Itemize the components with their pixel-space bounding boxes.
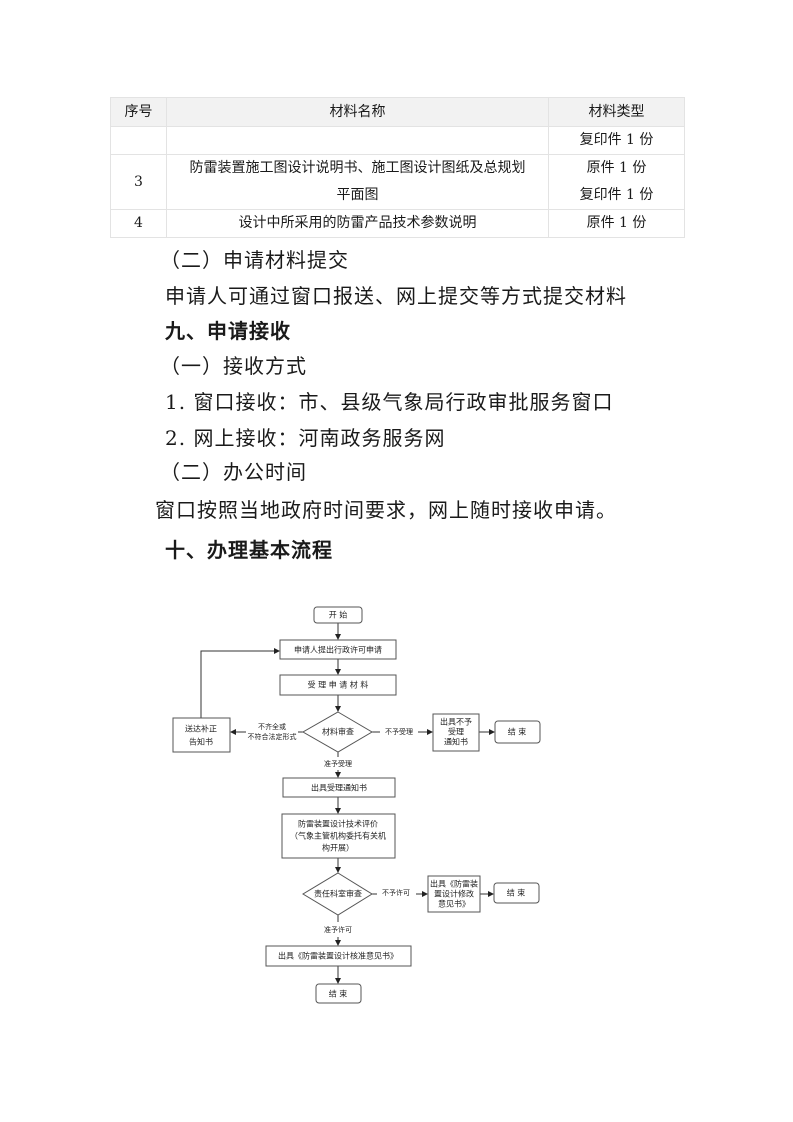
paragraph-hours: 窗口按照当地政府时间要求，网上随时接收申请。 — [155, 498, 617, 522]
cell-no — [110, 126, 167, 155]
node-accept: 受 理 申 请 材 料 — [279, 674, 397, 696]
subheading-submit: （二）申请材料提交 — [160, 248, 349, 272]
node-modify-label: 置设计修改 — [434, 889, 474, 899]
cell-no: 3 — [110, 154, 167, 210]
header-no: 序号 — [110, 97, 167, 127]
node-evaluation-label: 防雷装置设计技术评价 — [298, 819, 378, 829]
cell-type: 复印件 1 份 — [548, 126, 685, 155]
node-correction-label: 告知书 — [189, 737, 213, 747]
node-end: 结 束 — [493, 882, 540, 904]
node-start-label: 开 始 — [329, 610, 348, 620]
node-modify-label: 意见书》 — [438, 899, 470, 909]
node-reject-label: 出具不予 — [440, 717, 472, 727]
cell-name-line: 防雷装置施工图设计说明书、施工图设计图纸及总规划 — [189, 160, 526, 176]
paragraph-submit: 申请人可通过窗口报送、网上提交等方式提交材料 — [165, 284, 627, 308]
node-reject-label: 通知书 — [444, 737, 468, 747]
node-accept-label: 受 理 申 请 材 料 — [308, 680, 369, 690]
node-end: 结 束 — [494, 720, 541, 744]
edge-label-incomplete: 不齐全或 — [258, 722, 286, 731]
node-end-label: 结 束 — [508, 727, 527, 737]
node-evaluation: 防雷装置设计技术评价 （气象主管机构委托有关机 构开展） — [281, 813, 396, 859]
node-accept-notice: 出具受理通知书 — [282, 777, 396, 798]
node-correction-label: 送达补正 — [185, 724, 217, 734]
node-end: 结 束 — [315, 983, 362, 1004]
materials-table: 序号 材料名称 材料类型 复印件 1 份 3 防雷装置施工图设计说明书、施工图设… — [110, 97, 685, 238]
method-online: 2. 网上接收：河南政务服务网 — [165, 426, 446, 450]
cell-name-line: 平面图 — [336, 187, 379, 203]
edge-label-reject: 不予受理 — [385, 727, 413, 736]
decision-dept-label: 责任科室审查 — [314, 889, 362, 899]
node-start: 开 始 — [313, 606, 363, 624]
table-row: 复印件 1 份 — [110, 126, 685, 155]
node-accept-notice-label: 出具受理通知书 — [311, 783, 367, 793]
node-modify-notice: 出具《防雷装 置设计修改 意见书》 — [427, 875, 481, 913]
node-apply: 申请人提出行政许可申请 — [279, 639, 397, 660]
table-header-row: 序号 材料名称 材料类型 — [110, 97, 685, 127]
decision-review-label: 材料审查 — [322, 727, 354, 737]
section-heading-10: 十、办理基本流程 — [165, 538, 333, 562]
edge-label-incomplete: 不符合法定形式 — [248, 732, 297, 741]
cell-no: 4 — [110, 209, 167, 238]
subheading-method: （一）接收方式 — [160, 354, 307, 378]
method-window: 1. 窗口接收：市、县级气象局行政审批服务窗口 — [165, 390, 614, 414]
node-approval-notice: 出具《防雷装置设计核准意见书》 — [265, 945, 412, 967]
decision-dept-review: 责任科室审查 — [302, 872, 373, 916]
section-heading-9: 九、申请接收 — [165, 319, 291, 343]
node-modify-label: 出具《防雷装 — [430, 879, 478, 889]
node-evaluation-label: 构开展） — [322, 843, 354, 853]
node-correction-notice: 送达补正 告知书 — [172, 717, 231, 753]
table-row: 3 防雷装置施工图设计说明书、施工图设计图纸及总规划平面图 原件 1 份复印件 … — [110, 154, 685, 210]
cell-name: 设计中所采用的防雷产品技术参数说明 — [166, 209, 549, 238]
cell-type: 原件 1 份 — [548, 209, 685, 238]
node-approval-label: 出具《防雷装置设计核准意见书》 — [278, 951, 398, 961]
node-reject-notice: 出具不予 受理 通知书 — [432, 713, 480, 752]
subheading-hours: （二）办公时间 — [160, 460, 307, 484]
node-apply-label: 申请人提出行政许可申请 — [294, 645, 382, 655]
edge-label-permit: 准予许可 — [324, 925, 352, 934]
node-reject-label: 受理 — [448, 727, 464, 737]
edge-label-approve-accept: 准予受理 — [324, 759, 352, 768]
node-end-label: 结 束 — [329, 989, 348, 999]
edge-label-deny: 不予许可 — [382, 888, 410, 897]
decision-material-review: 材料审查 — [301, 711, 373, 753]
cell-type: 原件 1 份复印件 1 份 — [548, 154, 685, 210]
node-evaluation-label: （气象主管机构委托有关机 — [290, 831, 386, 841]
cell-type-line: 原件 1 份 — [586, 160, 647, 176]
node-end-label: 结 束 — [507, 888, 526, 898]
flow-connectors — [200, 623, 495, 984]
table-row: 4 设计中所采用的防雷产品技术参数说明 原件 1 份 — [110, 209, 685, 238]
cell-type-line: 复印件 1 份 — [579, 187, 654, 203]
